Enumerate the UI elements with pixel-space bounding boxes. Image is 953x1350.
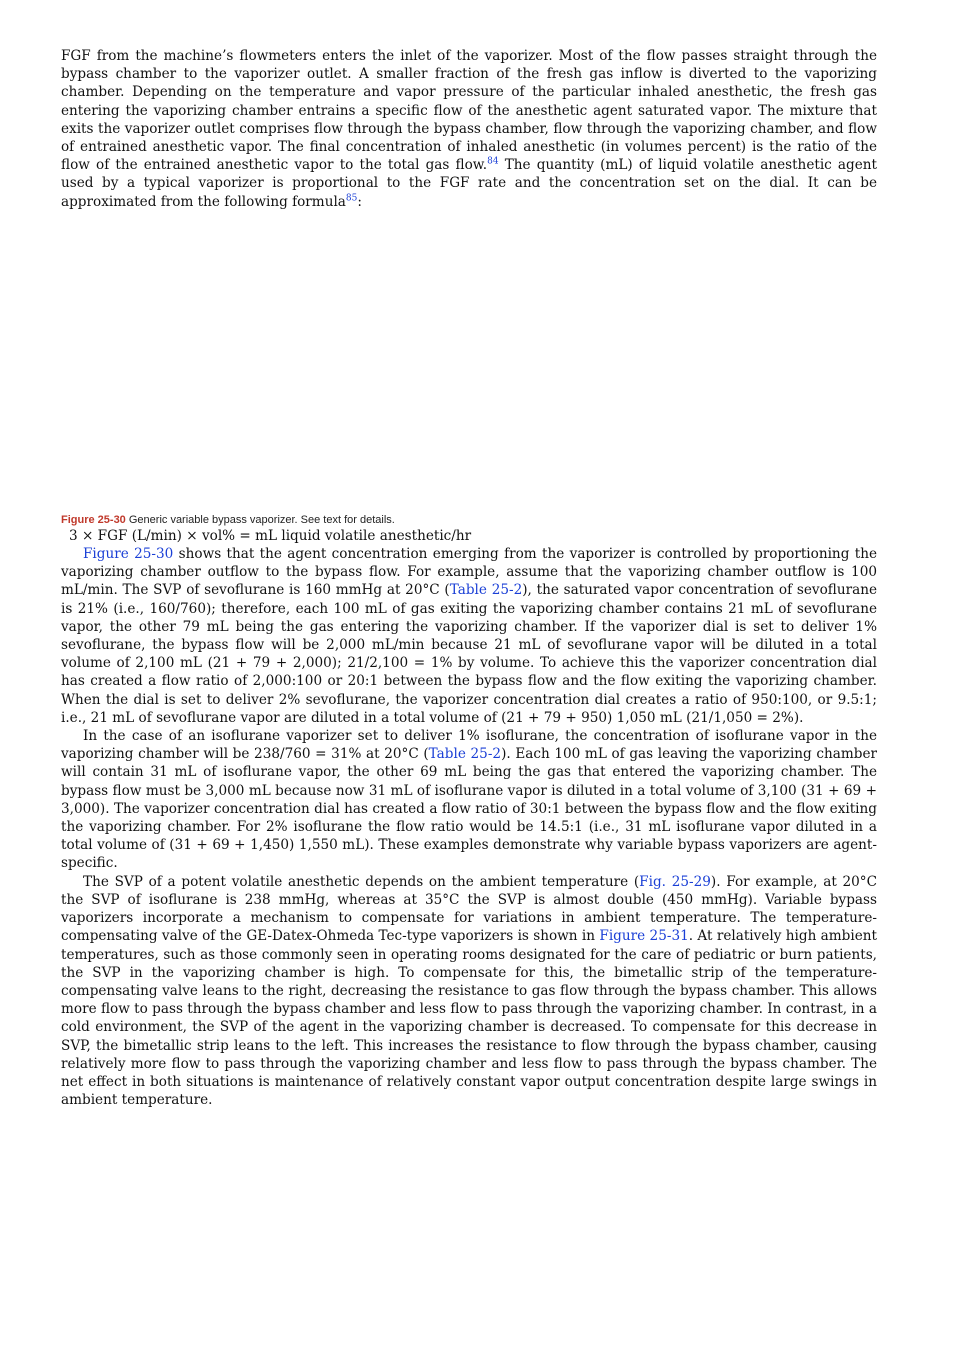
figure-label: Figure 25-30 — [61, 513, 126, 526]
citation-85[interactable]: 85 — [345, 193, 358, 204]
paragraph-1-text-a: shows that the agent concentration emerg… — [61, 546, 877, 599]
paragraph-1: Figure 25-30 shows that the agent concen… — [61, 545, 877, 727]
intro-text-a: FGF from the machine’s flowmeters enters… — [61, 48, 877, 174]
fig-25-29-link[interactable]: Fig. 25-29 — [639, 873, 711, 890]
intro-text-c: : — [357, 193, 362, 210]
formula: 3 × FGF (L/min) × vol% = mL liquid volat… — [61, 527, 877, 545]
paragraph-2: In the case of an isoflurane vaporizer s… — [61, 727, 877, 873]
figure-caption: Figure 25-30 Generic variable bypass vap… — [61, 513, 877, 527]
figure-25-31-link[interactable]: Figure 25-31 — [599, 928, 689, 945]
table-25-2-link[interactable]: Table 25-2 — [428, 746, 502, 763]
document-page: FGF from the machine’s flowmeters enters… — [61, 47, 877, 1109]
paragraph-3: The SVP of a potent volatile anesthetic … — [61, 873, 877, 1110]
paragraph-3-text-c: . At relatively high ambient temperature… — [61, 928, 877, 1109]
formula-text: 3 × FGF (L/min) × vol% = mL liquid volat… — [69, 527, 472, 544]
intro-paragraph: FGF from the machine’s flowmeters enters… — [61, 47, 877, 211]
figure-25-30-link[interactable]: Figure 25-30 — [83, 546, 174, 563]
paragraph-2-text-a: In the case of an isoflurane vaporizer s… — [61, 728, 877, 763]
figure-image-area — [61, 211, 877, 513]
table-25-2-link[interactable]: Table 25-2 — [449, 582, 523, 599]
citation-84[interactable]: 84 — [487, 156, 499, 167]
paragraph-3-text-b: ). For example, at 20°C the SVP of isofl… — [61, 873, 878, 945]
paragraph-3-text-a: The SVP of a potent volatile anesthetic … — [83, 873, 640, 890]
figure-caption-text: Generic variable bypass vaporizer. See t… — [125, 513, 395, 526]
paragraph-2-text-b: ). Each 100 mL of gas leaving the vapori… — [61, 746, 877, 872]
paragraph-1-text-b: ), the saturated vapor concentration of … — [61, 582, 877, 726]
intro-text-b: The quantity (mL) of liquid volatile ane… — [61, 157, 877, 210]
